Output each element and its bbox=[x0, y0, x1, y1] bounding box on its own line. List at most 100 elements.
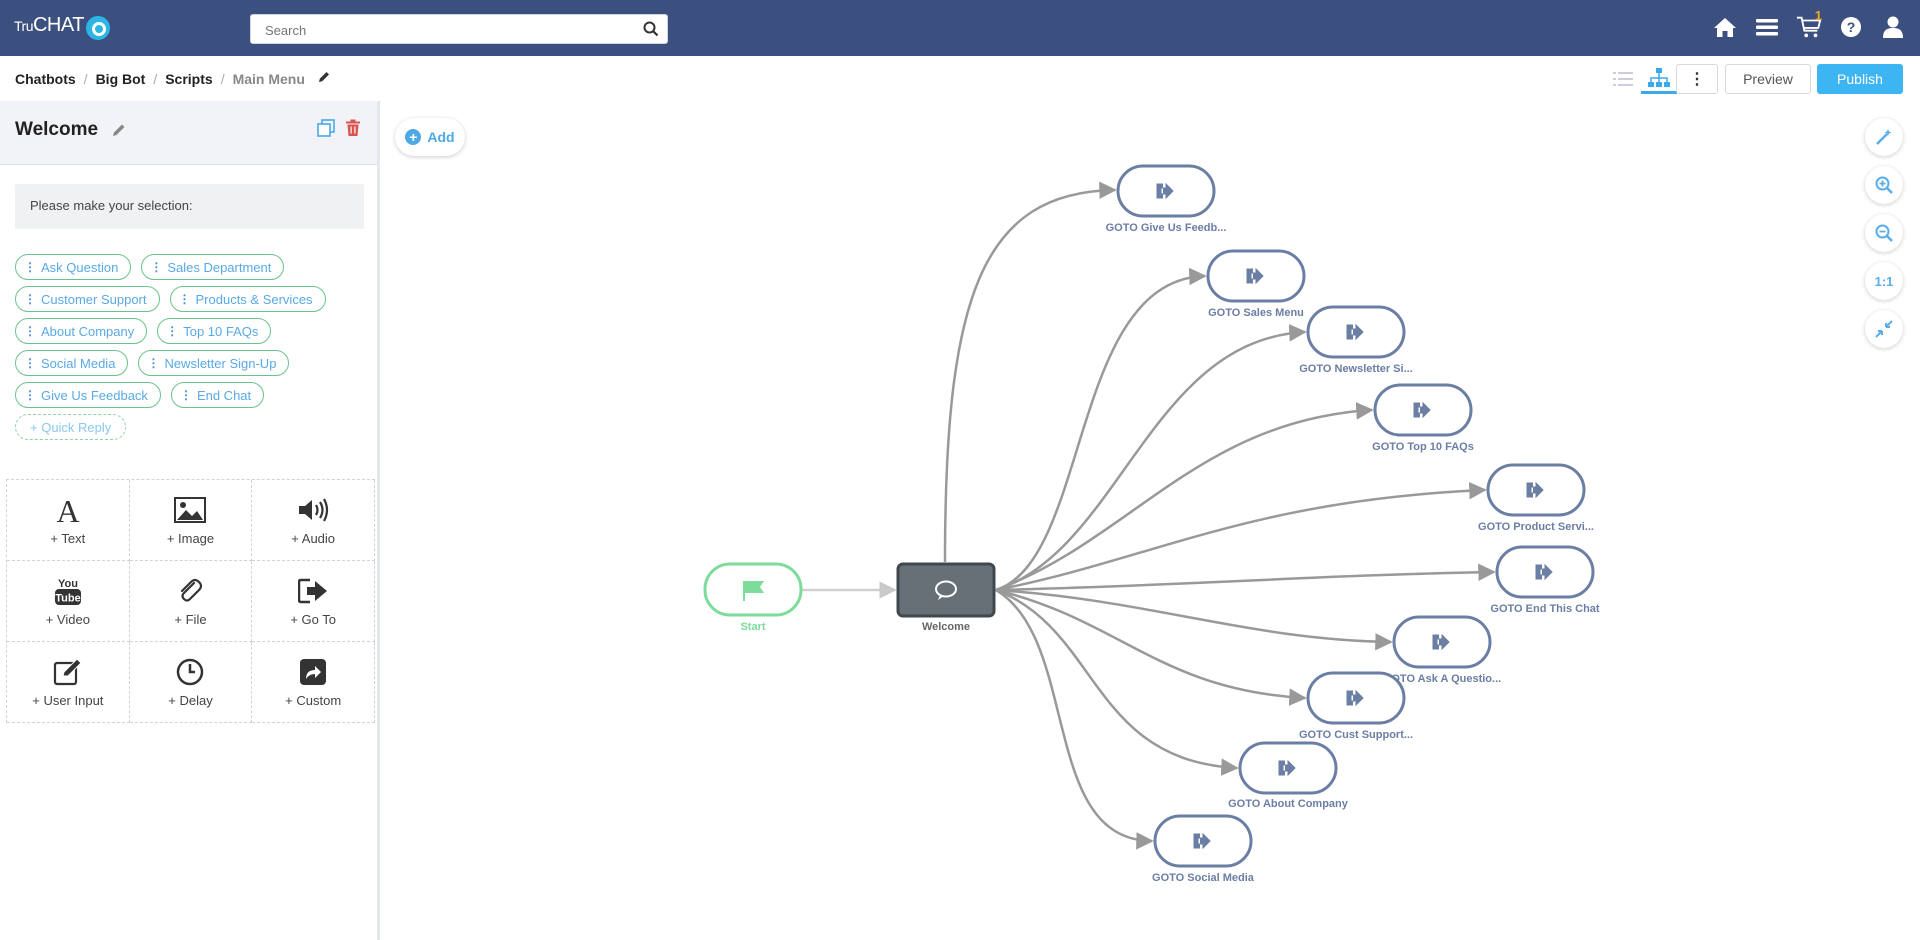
breadcrumb-separator: / bbox=[83, 70, 88, 87]
flow-canvas[interactable] bbox=[381, 101, 1920, 940]
quick-reply-end-chat[interactable]: ⋮End Chat bbox=[170, 382, 265, 408]
search-icon[interactable] bbox=[643, 21, 659, 37]
add-delay-tool[interactable]: + Delay bbox=[129, 642, 253, 723]
menu-icon[interactable] bbox=[1754, 12, 1780, 42]
cart-icon[interactable]: 1 bbox=[1796, 8, 1822, 42]
svg-text:GOTO Cust Support...: GOTO Cust Support... bbox=[1299, 729, 1413, 741]
quick-reply-about-company[interactable]: ⋮About Company bbox=[15, 318, 148, 344]
zoom-in-button[interactable] bbox=[1865, 166, 1903, 204]
magic-wand-button[interactable] bbox=[1865, 118, 1903, 156]
help-icon[interactable]: ? bbox=[1838, 12, 1864, 42]
svg-text:GOTO Social Media: GOTO Social Media bbox=[1152, 872, 1255, 884]
truchat-logo[interactable]: TruCHAT bbox=[14, 14, 84, 36]
goto-node-social-media[interactable]: GOTO Social Media bbox=[1152, 814, 1255, 884]
canvas-zoom-tools: 1:1 bbox=[1865, 118, 1903, 348]
drag-handle-icon[interactable]: ⋮ bbox=[24, 292, 36, 306]
edge-to-end-this-chat[interactable] bbox=[995, 563, 1496, 592]
quick-reply-top-10-faqs[interactable]: ⋮Top 10 FAQs bbox=[157, 318, 272, 344]
user-profile-icon[interactable] bbox=[1880, 12, 1906, 42]
goto-node-ask-question[interactable]: GOTO Ask A Questio... bbox=[1383, 615, 1501, 685]
home-icon[interactable] bbox=[1712, 12, 1738, 42]
welcome-node[interactable]: Welcome bbox=[896, 562, 996, 633]
quick-reply-give-us-feedback[interactable]: ⋮Give Us Feedback bbox=[15, 382, 161, 408]
edge-to-give-us-feedback[interactable] bbox=[943, 181, 1117, 563]
goto-node-give-us-feedback[interactable]: GOTO Give Us Feedb... bbox=[1106, 164, 1227, 234]
zoom-out-button[interactable] bbox=[1865, 214, 1903, 252]
add-file-tool[interactable]: + File bbox=[129, 561, 253, 642]
zoom-reset-button[interactable]: 1:1 bbox=[1865, 262, 1903, 300]
breadcrumb-big-bot[interactable]: Big Bot bbox=[95, 70, 146, 87]
goto-icon bbox=[1535, 563, 1553, 581]
svg-text:GOTO Top 10 FAQs: GOTO Top 10 FAQs bbox=[1372, 441, 1474, 453]
message-text-block[interactable]: Please make your selection: bbox=[15, 184, 364, 229]
duplicate-icon[interactable] bbox=[317, 119, 335, 142]
edge-to-product-services[interactable] bbox=[995, 481, 1487, 592]
drag-handle-icon[interactable]: ⋮ bbox=[150, 260, 162, 274]
goto-node-end-this-chat[interactable]: GOTO End This Chat bbox=[1490, 545, 1600, 615]
flow-view-button[interactable] bbox=[1641, 64, 1677, 94]
quick-reply-customer-support[interactable]: ⋮Customer Support bbox=[15, 286, 160, 312]
node-title: Welcome bbox=[15, 119, 99, 140]
drag-handle-icon[interactable]: ⋮ bbox=[178, 292, 191, 306]
edge-to-cust-support[interactable] bbox=[995, 588, 1307, 706]
more-options-button[interactable]: ⋮ bbox=[1676, 64, 1718, 94]
quick-reply-ask-question[interactable]: ⋮Ask Question bbox=[15, 254, 132, 280]
publish-button[interactable]: Publish bbox=[1817, 64, 1903, 94]
breadcrumb-separator: / bbox=[153, 70, 158, 87]
list-view-button[interactable] bbox=[1605, 64, 1641, 94]
text-icon: A bbox=[54, 495, 82, 525]
add-user-input-tool[interactable]: + User Input bbox=[7, 642, 130, 723]
drag-handle-icon[interactable]: ⋮ bbox=[166, 324, 178, 338]
welcome-node-label: Welcome bbox=[922, 621, 970, 633]
svg-text:GOTO Ask A Questio...: GOTO Ask A Questio... bbox=[1383, 673, 1501, 685]
add-text-tool[interactable]: A + Text bbox=[7, 480, 130, 561]
drag-handle-icon[interactable]: ⋮ bbox=[147, 356, 159, 370]
goto-node-product-services[interactable]: GOTO Product Servi... bbox=[1478, 463, 1594, 533]
panel-header: Welcome bbox=[0, 101, 377, 165]
quick-reply-products-services[interactable]: ⋮Products & Services bbox=[169, 286, 326, 312]
drag-handle-icon[interactable]: ⋮ bbox=[179, 388, 192, 402]
drag-handle-icon[interactable]: ⋮ bbox=[24, 260, 36, 274]
drag-handle-icon[interactable]: ⋮ bbox=[24, 324, 36, 338]
edge-to-newsletter[interactable] bbox=[995, 324, 1307, 592]
goto-node-newsletter[interactable]: GOTO Newsletter Si... bbox=[1299, 305, 1413, 375]
flag-icon bbox=[743, 581, 764, 601]
breadcrumb-scripts[interactable]: Scripts bbox=[165, 70, 213, 87]
quick-reply-newsletter-sign-up[interactable]: ⋮Newsletter Sign-Up bbox=[138, 350, 290, 376]
add-quick-reply-button[interactable]: + Quick Reply bbox=[15, 414, 127, 440]
breadcrumb-chatbots[interactable]: Chatbots bbox=[15, 70, 76, 87]
edit-name-icon[interactable] bbox=[317, 70, 331, 87]
add-node-button[interactable]: + Add bbox=[395, 118, 465, 156]
add-custom-tool[interactable]: + Custom bbox=[252, 642, 375, 723]
svg-text:A: A bbox=[56, 495, 79, 525]
edit-title-icon[interactable] bbox=[111, 122, 127, 143]
quick-reply-social-media[interactable]: ⋮Social Media bbox=[15, 350, 129, 376]
edge-to-top-10-faqs[interactable] bbox=[995, 402, 1374, 592]
edge-to-about-company[interactable] bbox=[995, 588, 1239, 776]
add-image-tool[interactable]: + Image bbox=[129, 480, 253, 561]
edge-to-sales-menu[interactable] bbox=[995, 267, 1207, 592]
start-node[interactable]: Start bbox=[703, 562, 803, 633]
fit-to-screen-button[interactable] bbox=[1865, 310, 1903, 348]
delete-icon[interactable] bbox=[345, 119, 361, 142]
goto-node-cust-support[interactable]: GOTO Cust Support... bbox=[1299, 671, 1413, 741]
goto-node-sales-menu[interactable]: GOTO Sales Menu bbox=[1206, 249, 1306, 319]
clock-icon bbox=[176, 657, 204, 687]
edge-to-social-media[interactable] bbox=[995, 588, 1154, 850]
search-input[interactable] bbox=[263, 15, 647, 45]
svg-text:GOTO Product Servi...: GOTO Product Servi... bbox=[1478, 521, 1594, 533]
preview-button[interactable]: Preview bbox=[1725, 64, 1811, 94]
drag-handle-icon[interactable]: ⋮ bbox=[24, 356, 36, 370]
breadcrumb-bar: Chatbots / Big Bot / Scripts / Main Menu… bbox=[0, 56, 1920, 102]
add-audio-tool[interactable]: + Audio bbox=[252, 480, 375, 561]
goto-node-top-10-faqs[interactable]: GOTO Top 10 FAQs bbox=[1372, 383, 1474, 453]
drag-handle-icon[interactable]: ⋮ bbox=[24, 388, 36, 402]
add-goto-tool[interactable]: + Go To bbox=[252, 561, 375, 642]
quick-reply-sales-department[interactable]: ⋮Sales Department bbox=[141, 254, 285, 280]
goto-node-about-company[interactable]: GOTO About Company bbox=[1228, 741, 1349, 810]
goto-icon bbox=[1432, 633, 1450, 651]
edge-to-ask-question[interactable] bbox=[995, 588, 1393, 651]
